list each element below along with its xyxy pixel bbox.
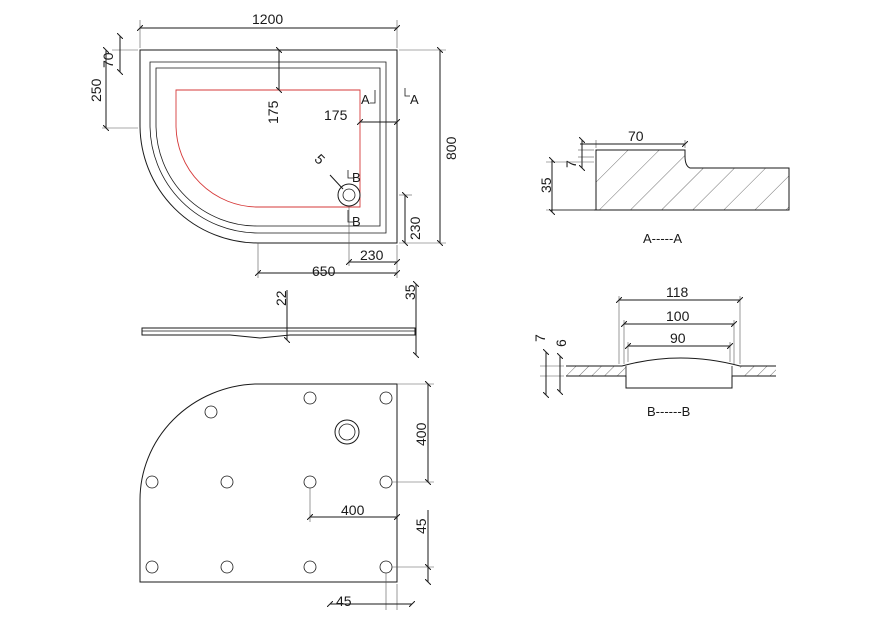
foot xyxy=(303,391,317,405)
dim-drain-diameter: 5 xyxy=(312,151,329,168)
dim-section-a-top: 70 xyxy=(628,128,644,144)
section-a-caption: A-----A xyxy=(643,231,682,246)
bottom-outline xyxy=(139,383,398,583)
section-b-label-top: B xyxy=(352,170,361,185)
dim-drain-to-bottom: 230 xyxy=(407,216,423,240)
section-a-label-left: A xyxy=(361,92,370,107)
dim-edge-horizontal: 45 xyxy=(336,593,352,609)
dim-side-height: 35 xyxy=(402,284,418,300)
section-b-b: 118 100 90 7 6 B------B xyxy=(532,284,776,419)
top-view: 5 A A B B 1200 800 70 250 175 175 xyxy=(88,11,459,279)
section-a-profile xyxy=(551,149,790,211)
support-feet xyxy=(145,391,393,574)
section-b-profile xyxy=(566,357,776,389)
dim-inner-horizontal: 175 xyxy=(324,107,348,123)
section-b-caption: B------B xyxy=(647,404,690,419)
foot xyxy=(220,560,234,574)
dim-section-b-outer-depth: 7 xyxy=(532,334,548,342)
foot xyxy=(303,475,317,489)
basin-outline xyxy=(175,89,361,208)
dim-vertical-spacing: 400 xyxy=(413,422,429,446)
dim-drain-to-side: 230 xyxy=(360,247,384,263)
dim-section-a-step: 7 xyxy=(563,160,579,168)
dim-width: 1200 xyxy=(252,11,283,27)
dim-section-b-inner-depth: 6 xyxy=(553,339,569,347)
dim-section-b-inner: 90 xyxy=(670,330,686,346)
drain-inner xyxy=(342,188,356,202)
dim-inner-vertical: 175 xyxy=(265,100,281,124)
section-b-marker-top xyxy=(347,170,353,179)
tray-inner-rim xyxy=(149,61,387,234)
section-a-marker-right xyxy=(404,88,410,97)
tray-inner-rim-2 xyxy=(155,67,381,227)
dim-horizontal-spacing: 400 xyxy=(341,502,365,518)
dim-height: 800 xyxy=(443,136,459,160)
side-view: 22 35 xyxy=(141,284,418,355)
section-a-label-right: A xyxy=(410,92,419,107)
section-a-a: 70 7 35 A-----A xyxy=(538,128,790,246)
foot xyxy=(204,405,218,419)
foot xyxy=(379,560,393,574)
bottom-view: 400 400 45 45 xyxy=(139,383,434,610)
dim-section-a-height: 35 xyxy=(538,177,554,193)
side-profile xyxy=(141,327,416,339)
dim-section-b-outer: 118 xyxy=(666,284,689,300)
dim-edge-vertical: 45 xyxy=(413,518,429,534)
foot xyxy=(220,475,234,489)
drain-inner xyxy=(338,423,356,441)
dim-edge-offset: 70 xyxy=(100,52,116,68)
dim-corner-offset: 250 xyxy=(88,78,104,102)
dim-section-b-middle: 100 xyxy=(666,308,690,324)
foot xyxy=(145,475,159,489)
section-b-label-bottom: B xyxy=(352,214,361,229)
section-b-marker-bottom xyxy=(347,210,353,223)
drain-leader xyxy=(329,174,344,190)
foot xyxy=(145,560,159,574)
foot xyxy=(379,475,393,489)
foot xyxy=(303,560,317,574)
drain-outer xyxy=(334,419,360,445)
section-a-marker-left xyxy=(370,90,376,104)
tray-outline xyxy=(139,49,398,244)
dim-drain-x: 650 xyxy=(312,263,336,279)
dim-side-depth: 22 xyxy=(273,290,289,306)
foot xyxy=(379,391,393,405)
